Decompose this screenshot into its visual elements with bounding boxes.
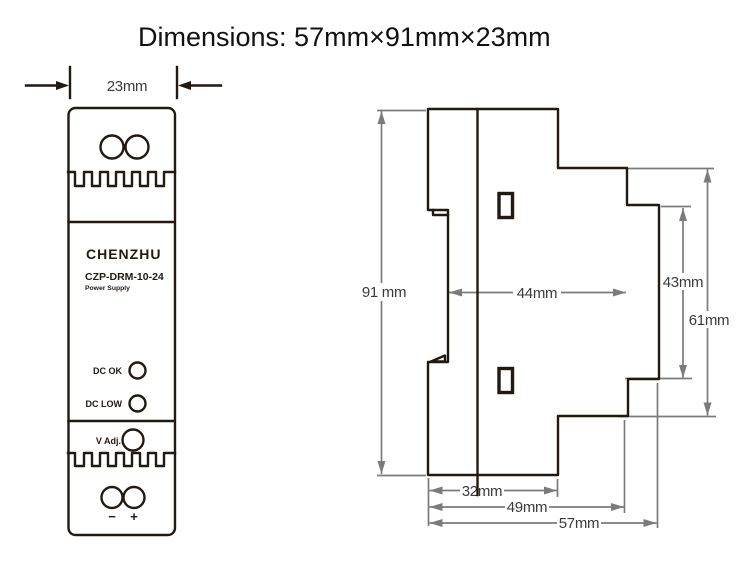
arrow-down-icon (679, 365, 687, 378)
arrow-left-icon (178, 81, 191, 90)
housing-profile-outline (426, 107, 661, 477)
vent-slot-bottom (497, 366, 515, 395)
front-view: 23mm CHENZHU CZP-DRM-10-24 Power Supply … (24, 65, 223, 537)
arrow-up-icon (679, 208, 687, 221)
arrow-up-icon (703, 169, 712, 183)
side-dimension-labels: 91 mm 44mm 43mm 61mm 32mm 49mm 57mm (359, 273, 731, 532)
label-bg (505, 498, 549, 514)
front-width-label: 23mm (107, 78, 147, 95)
width-57-label: 57mm (559, 515, 599, 532)
top-terminal-screw-left (99, 134, 125, 160)
side-view: 91 mm 44mm 43mm 61mm 32mm 49mm 57mm (359, 107, 731, 532)
v-adjust-label: V Adj. (96, 436, 121, 446)
output-terminal-screw-minus (100, 485, 124, 510)
terminal-plus-label: + (130, 509, 138, 524)
led-dc-low-label: DC LOW (86, 399, 123, 409)
din-clip-lip (431, 208, 450, 217)
depth-44-label: 44mm (517, 285, 557, 302)
model-number-text: CZP-DRM-10-24 (85, 271, 164, 283)
arrow-right-icon (643, 519, 657, 527)
bottom-serration (66, 451, 177, 468)
width-49-label: 49mm (507, 499, 547, 516)
arrow-up-icon (377, 111, 386, 124)
arrow-left-icon (429, 503, 443, 511)
arrow-left-icon (429, 519, 443, 527)
led-dc-ok-indicator (128, 361, 147, 380)
vent-slot-top (497, 191, 515, 220)
label-bg (557, 514, 601, 530)
v-adjust-potentiometer (121, 428, 145, 452)
label-bg (661, 273, 705, 290)
arrow-down-icon (703, 402, 712, 416)
label-bg (460, 482, 504, 498)
page-title: Dimensions: 57mm×91mm×23mm (138, 22, 551, 52)
product-type-text: Power Supply (85, 285, 130, 292)
arrow-right-icon (544, 486, 557, 495)
led-dc-ok-label: DC OK (93, 366, 123, 376)
arrow-right-icon (56, 81, 69, 90)
label-bg (687, 311, 731, 328)
depth-61-label: 61mm (689, 312, 729, 329)
front-width-dimension: 23mm (24, 65, 223, 100)
depth-43-label: 43mm (663, 274, 703, 291)
terminal-minus-label: − (108, 509, 116, 524)
height-91-label: 91 mm (362, 284, 406, 301)
side-profile (426, 107, 661, 497)
led-dc-low-indicator (128, 394, 147, 413)
din-clip-spring (429, 354, 447, 363)
arrow-left-icon (449, 288, 462, 297)
label-bg (513, 284, 561, 301)
brand-logo-text: CHENZHU (86, 246, 161, 262)
top-terminal-screw-right (124, 134, 150, 160)
top-serration (66, 170, 177, 188)
module-body-outline (67, 106, 177, 537)
width-32-label: 32mm (462, 483, 502, 500)
arrow-right-icon (611, 503, 624, 511)
output-terminal-screw-plus (122, 485, 146, 510)
label-bg (359, 283, 408, 301)
arrow-down-icon (377, 461, 386, 474)
arrow-right-icon (613, 288, 626, 297)
arrow-left-icon (429, 486, 443, 495)
